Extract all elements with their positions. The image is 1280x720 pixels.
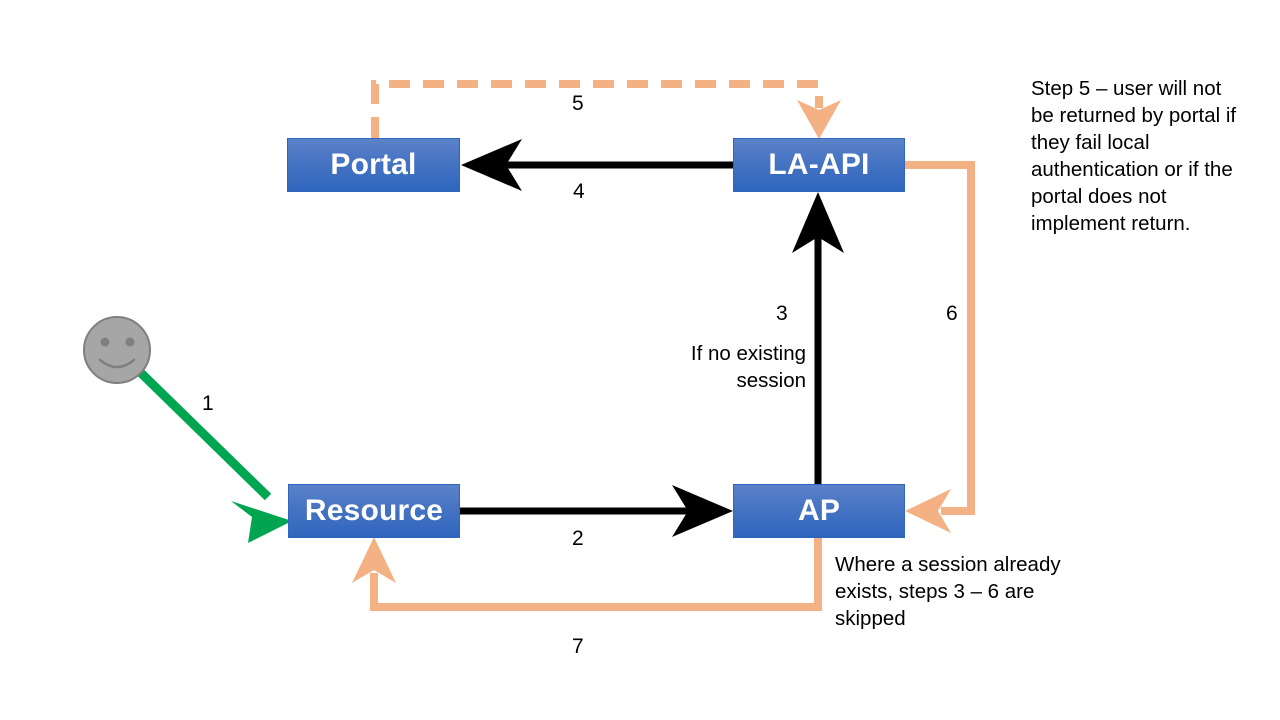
connector-step-2 xyxy=(460,485,733,537)
connector-step-7 xyxy=(352,537,822,611)
node-ap[interactable]: AP xyxy=(733,484,905,538)
step-label-2: 2 xyxy=(572,527,584,550)
node-portal[interactable]: Portal xyxy=(287,138,460,192)
step-label-4: 4 xyxy=(573,180,585,203)
node-la-api-label: LA-API xyxy=(768,148,870,181)
note-step5-caveat: Step 5 – user will not be returned by po… xyxy=(1031,77,1237,236)
connector-step-5 xyxy=(371,80,841,139)
step-label-5: 5 xyxy=(572,92,584,115)
note-skipped-steps: Where a session already exists, steps 3 … xyxy=(835,553,1061,631)
node-portal-label: Portal xyxy=(330,148,417,181)
node-ap-label: AP xyxy=(797,494,841,527)
node-resource-label: Resource xyxy=(304,494,444,527)
node-resource[interactable]: Resource xyxy=(288,484,460,538)
step-label-6: 6 xyxy=(946,302,958,325)
node-la-api[interactable]: LA-API xyxy=(733,138,905,192)
connector-step-4 xyxy=(461,139,733,191)
user-avatar-icon xyxy=(83,316,151,384)
note-session-condition: If no existing session xyxy=(690,342,806,393)
step-label-7: 7 xyxy=(572,635,584,658)
connector-step-6 xyxy=(905,161,975,533)
step-label-1: 1 xyxy=(202,392,214,415)
connector-step-1 xyxy=(136,368,292,543)
connector-step-3 xyxy=(792,192,844,484)
step-label-3: 3 xyxy=(776,302,788,325)
